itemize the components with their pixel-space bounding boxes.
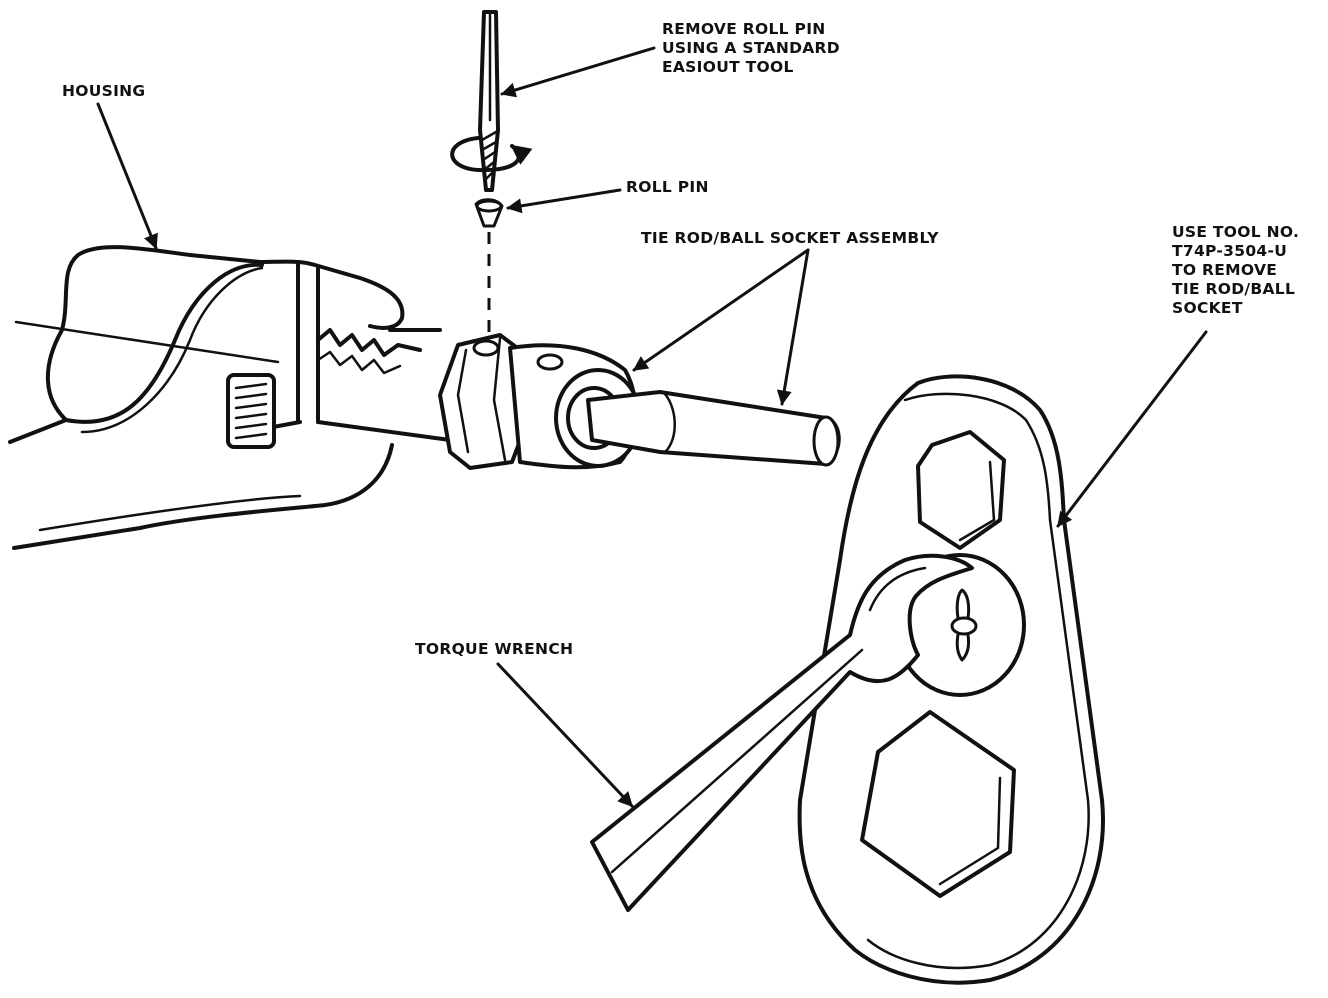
- torque-wrench-label-text: TORQUE WRENCH: [415, 640, 574, 658]
- tool-label-line-4: TIE ROD/BALL: [1172, 280, 1296, 298]
- leader-lines: [96, 46, 1208, 808]
- tool-label-line-1: USE TOOL NO.: [1172, 223, 1300, 241]
- remove-label-line-3: EASIOUT TOOL: [662, 58, 794, 76]
- torque-wrench: [590, 553, 974, 912]
- tool-label-line-2: T74P-3504-U: [1172, 242, 1288, 260]
- easiout-tool: [450, 10, 533, 192]
- housing-label: HOUSING: [62, 82, 145, 101]
- tie-rod-label: TIE ROD/BALL SOCKET ASSEMBLY: [641, 229, 939, 248]
- tool-number-label: USE TOOL NO. T74P-3504-U TO REMOVE TIE R…: [1172, 223, 1299, 318]
- torque-wrench-label: TORQUE WRENCH: [415, 640, 573, 659]
- tool-label-line-3: TO REMOVE: [1172, 261, 1278, 279]
- roll-pin-part: [474, 198, 504, 228]
- housing-label-text: HOUSING: [62, 82, 146, 100]
- tie-rod-ball-socket-assembly: [438, 333, 841, 470]
- roll-pin-label-text: ROLL PIN: [626, 178, 709, 196]
- remove-label-line-2: USING A STANDARD: [662, 39, 840, 57]
- tie-rod-label-text: TIE ROD/BALL SOCKET ASSEMBLY: [641, 229, 939, 247]
- roll-pin-label: ROLL PIN: [626, 178, 709, 197]
- special-tool-plate: [797, 374, 1105, 985]
- tool-label-line-5: SOCKET: [1172, 299, 1243, 317]
- steering-gear-housing: [8, 245, 452, 550]
- remove-roll-pin-label: REMOVE ROLL PIN USING A STANDARD EASIOUT…: [662, 20, 840, 77]
- remove-label-line-1: REMOVE ROLL PIN: [662, 20, 826, 38]
